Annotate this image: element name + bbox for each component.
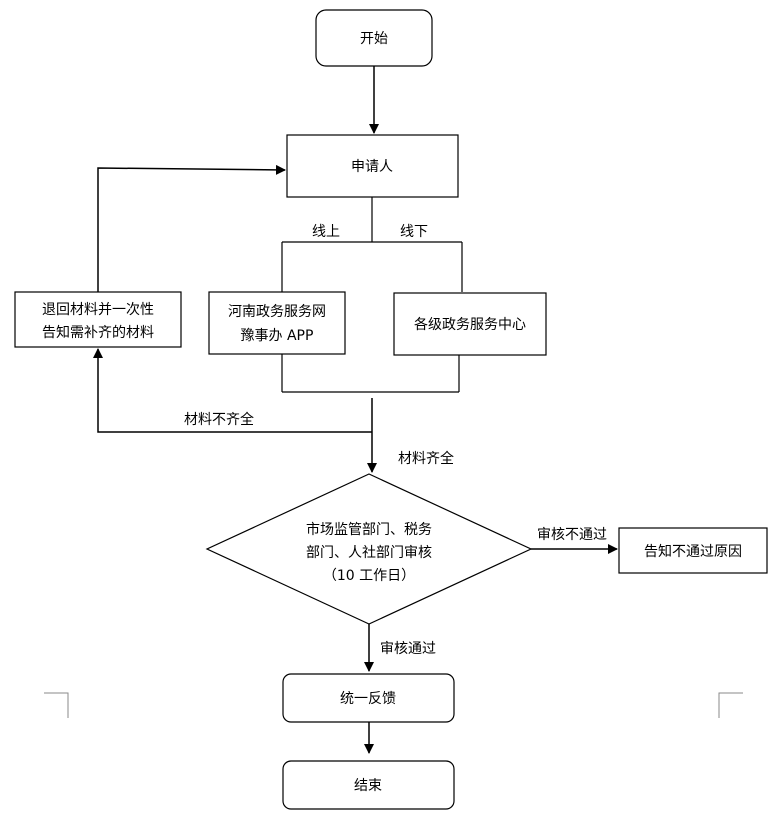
return-materials-node: 退回材料并一次性 告知需补齐的材料: [14, 291, 182, 348]
offline-center-node: 各级政务服务中心: [393, 292, 547, 356]
edge-label-online: 线上: [312, 224, 340, 240]
edge-label-review-pass: 审核通过: [380, 641, 436, 657]
applicant-label: 申请人: [351, 159, 393, 175]
end-label: 结束: [354, 778, 382, 794]
unified-feedback-label: 统一反馈: [340, 691, 396, 707]
online-platform-node: 河南政务服务网 豫事办 APP: [208, 291, 346, 355]
start-label: 开始: [360, 31, 388, 47]
review-line-2: 部门、人社部门审核: [306, 545, 432, 561]
applicant-node: 申请人: [286, 134, 459, 198]
review-line-1: 市场监管部门、税务: [306, 521, 432, 538]
review-line-3: （10 工作日）: [323, 568, 415, 584]
page-corner-mark-right: [718, 692, 743, 718]
start-node: 开始: [315, 9, 433, 67]
online-platform-line-1: 河南政务服务网: [228, 304, 326, 320]
review-decision-node: 市场监管部门、税务 部门、人社部门审核 （10 工作日）: [205, 473, 533, 625]
return-materials-line-1: 退回材料并一次性: [42, 302, 154, 318]
notify-reject-node: 告知不通过原因: [618, 527, 768, 574]
notify-reject-label: 告知不通过原因: [644, 543, 742, 560]
edge-label-materials-complete: 材料齐全: [398, 450, 454, 467]
page-corner-mark-left: [44, 692, 69, 718]
offline-center-label: 各级政务服务中心: [414, 317, 526, 333]
arrow-to-return-materials: [93, 348, 372, 433]
edge-label-materials-incomplete: 材料不齐全: [184, 411, 254, 428]
end-node: 结束: [282, 760, 455, 810]
return-materials-line-2: 告知需补齐的材料: [42, 324, 154, 341]
online-platform-line-2: 豫事办 APP: [241, 328, 314, 344]
edge-label-review-fail: 审核不通过: [537, 527, 607, 543]
arrow-return-to-applicant: [97, 164, 286, 292]
unified-feedback-node: 统一反馈: [282, 673, 455, 723]
edge-label-offline: 线下: [400, 224, 428, 240]
